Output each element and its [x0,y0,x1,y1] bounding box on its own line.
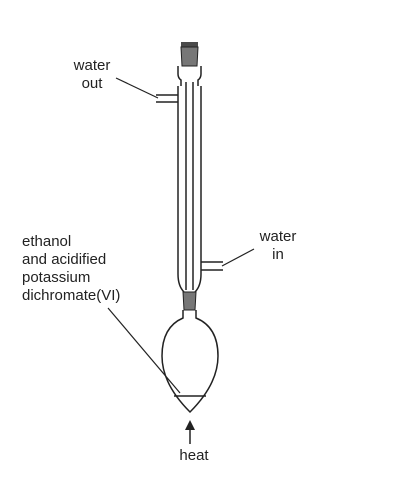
stopper [180,42,199,67]
water-out-label-line-2: out [81,75,103,92]
water-out-label-line-1: water [73,57,111,74]
condenser-bottom-left-shoulder [177,273,185,293]
water-out-side-arm [156,94,178,103]
heat-arrow-head [185,420,195,430]
condenser-top-right-shoulder [197,66,202,86]
water-out-label: water out [60,57,124,93]
condenser [177,66,202,293]
water-in-label: water in [246,228,310,264]
mixture-label-line-3: potassium [22,269,91,286]
stopper-cap [181,42,198,47]
lower-joint-plug [182,291,197,311]
flask-outline [161,310,219,414]
water-out-leader [115,77,159,99]
heat-arrow [185,420,195,444]
heat-label: heat [179,447,209,464]
mixture-leader [107,307,181,394]
water-in-leader [221,248,255,267]
condenser-bottom-right-shoulder [194,273,202,293]
mixture-label-line-1: ethanol [22,233,72,250]
stopper-body [180,46,199,67]
leader-lines [107,77,255,394]
reaction-mixture-label: ethanol and acidified potassium dichroma… [22,233,120,305]
water-in-label-line-1: water [259,228,297,245]
water-in-label-line-2: in [272,246,284,263]
mixture-label-line-4: dichromate(VI) [22,287,121,304]
mixture-label-line-2: and acidified [22,251,107,268]
water-in-side-arm [201,261,223,271]
flask [161,310,219,414]
condenser-top-left-shoulder [177,66,182,86]
